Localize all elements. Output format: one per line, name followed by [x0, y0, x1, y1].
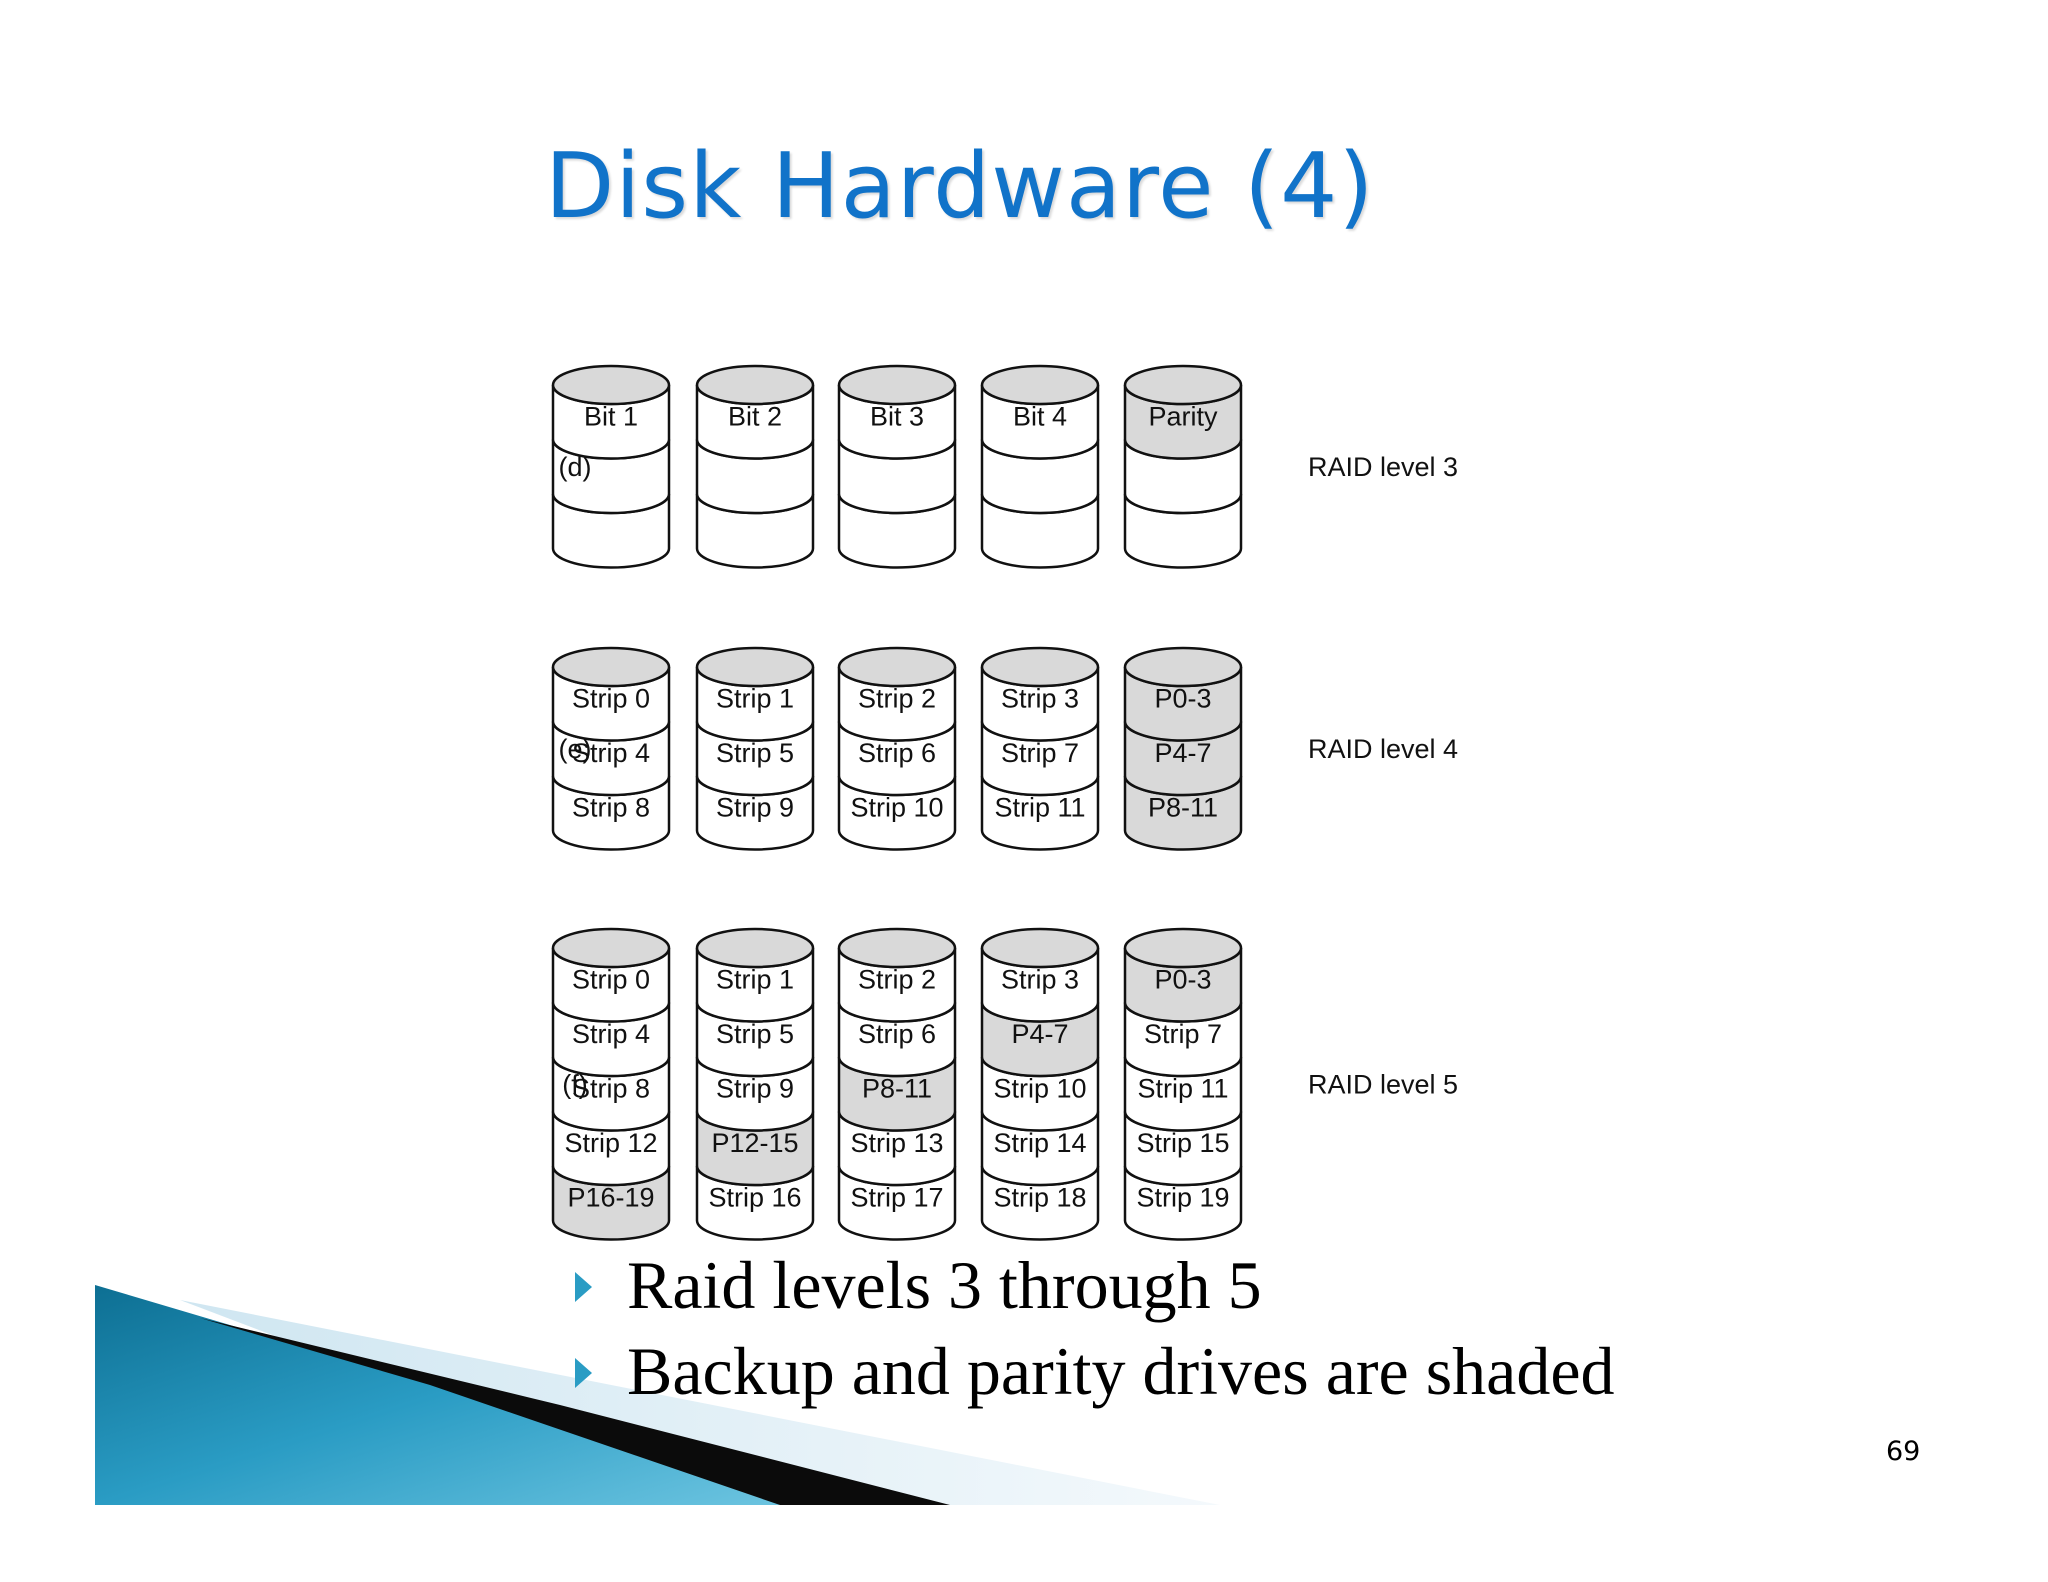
disk-top-cap: [980, 927, 1100, 969]
raid-disk: Strip 16 P12-15 Strip 9 Strip 5 Strip 1: [695, 927, 815, 1241]
disk-cell-label: Parity: [1148, 401, 1218, 431]
disk-top-cap: [1123, 364, 1243, 406]
disk-top-cap: [695, 364, 815, 406]
disk-top-cap: [551, 364, 671, 406]
disk-top-cap: [1123, 646, 1243, 688]
disk-cell-label: P4-7: [1011, 1019, 1068, 1049]
raid-level-label: RAID level 5: [1308, 1069, 1458, 1099]
triangle-bullet-icon: [575, 1272, 592, 1302]
disk-top-cap: [695, 646, 815, 688]
raid-disk: P16-19 Strip 12 Strip 8 Strip 4 Strip 0: [551, 927, 671, 1241]
raid-disk: Strip 19 Strip 15 Strip 11 Strip 7 P0-3: [1123, 927, 1243, 1241]
disk-cell-label: Strip 4: [572, 738, 650, 768]
disk-cell-label: Strip 7: [1144, 1019, 1222, 1049]
disk-top-cap: [551, 927, 671, 969]
disk-cell-label: Bit 4: [1013, 401, 1067, 431]
bullet-text: Backup and parity drives are shaded: [627, 1333, 1615, 1409]
disk-cell-label: Strip 6: [858, 1019, 936, 1049]
disk-cell-label: Strip 7: [1001, 738, 1079, 768]
disk-top-cap: [695, 927, 815, 969]
raid-disk: Parity: [1123, 364, 1243, 569]
disk-cell-label: P8-11: [862, 1073, 932, 1103]
disk-cell-label: P0-3: [1154, 964, 1211, 994]
disk-top-cap: [837, 364, 957, 406]
disk-top-cap: [980, 364, 1100, 406]
disk-cell-label: Strip 13: [850, 1128, 943, 1158]
raid-disk: Strip 11 Strip 7 Strip 3: [980, 646, 1100, 851]
disk-cell-label: Strip 2: [858, 964, 936, 994]
disk-cell-label: Strip 9: [716, 1073, 794, 1103]
raid-disk: Strip 18 Strip 14 Strip 10 P4-7 Strip 3: [980, 927, 1100, 1241]
disk-cell-label: Strip 0: [572, 964, 650, 994]
row-label: (d): [559, 452, 592, 482]
slide-title: Disk Hardware (4): [545, 134, 1375, 239]
raid-level-label: RAID level 3: [1308, 452, 1458, 482]
triangle-bullet-icon: [575, 1358, 592, 1388]
disk-cell-label: Strip 2: [858, 683, 936, 713]
disk-top-cap: [980, 646, 1100, 688]
disk-cell-label: Strip 12: [564, 1128, 657, 1158]
disk-top-cap: [837, 646, 957, 688]
raid-disk: Bit 2: [695, 364, 815, 569]
disk-cell-label: Strip 11: [1137, 1073, 1228, 1103]
bullet-item: Raid levels 3 through 5: [575, 1242, 1615, 1328]
disk-cell-label: Strip 3: [1001, 683, 1079, 713]
disk-cell-label: Strip 5: [716, 1019, 794, 1049]
disk-cell-label: Strip 8: [572, 792, 650, 822]
swoosh-dark-band: [200, 1318, 950, 1505]
disk-cell-label: Strip 9: [716, 792, 794, 822]
disk-cell-label: Strip 16: [708, 1182, 801, 1212]
raid-disk: Bit 1: [551, 364, 671, 569]
raid-disk: Bit 3: [837, 364, 957, 569]
disk-cell-label: P0-3: [1154, 683, 1211, 713]
disk-cell-label: Strip 14: [993, 1128, 1086, 1158]
raid-disk: Bit 4: [980, 364, 1100, 569]
disk-cell-label: Strip 5: [716, 738, 794, 768]
swoosh-teal-band: [95, 1285, 780, 1505]
disk-cell-label: Strip 10: [850, 792, 943, 822]
disk-top-cap: [551, 646, 671, 688]
disk-cell-label: P8-11: [1148, 792, 1218, 822]
bullet-text: Raid levels 3 through 5: [627, 1247, 1262, 1323]
disk-cell-label: Strip 1: [716, 964, 794, 994]
raid-disk: Strip 17 Strip 13 P8-11 Strip 6 Strip 2: [837, 927, 957, 1241]
disk-cell-label: P4-7: [1154, 738, 1211, 768]
disk-cell-label: Strip 0: [572, 683, 650, 713]
disk-cell-label: Strip 3: [1001, 964, 1079, 994]
raid-disk: Strip 10 Strip 6 Strip 2: [837, 646, 957, 851]
disk-cell-label: Bit 2: [728, 401, 782, 431]
disk-cell-label: Bit 1: [584, 401, 638, 431]
disk-cell-label: P12-15: [711, 1128, 798, 1158]
raid-level-label: RAID level 4: [1308, 734, 1458, 764]
disk-cell-label: Strip 1: [716, 683, 794, 713]
row-label: (f): [562, 1069, 587, 1099]
swoosh-pale-band: [180, 1300, 1220, 1505]
disk-cell-label: Bit 3: [870, 401, 924, 431]
raid-disk: Strip 9 Strip 5 Strip 1: [695, 646, 815, 851]
disk-cell-label: Strip 8: [572, 1073, 650, 1103]
disk-cell-label: Strip 19: [1136, 1182, 1229, 1212]
disk-cell-label: Strip 18: [993, 1182, 1086, 1212]
page-number: 69: [1886, 1436, 1921, 1467]
disk-cell-label: Strip 10: [993, 1073, 1086, 1103]
raid-disk: P8-11 P4-7 P0-3: [1123, 646, 1243, 851]
disk-cell-label: Strip 6: [858, 738, 936, 768]
disk-cell-label: Strip 4: [572, 1019, 650, 1049]
disk-cell-label: Strip 15: [1136, 1128, 1229, 1158]
disk-top-cap: [1123, 927, 1243, 969]
disk-cell-label: Strip 11: [994, 792, 1085, 822]
raid-disk: Strip 8 Strip 4 Strip 0: [551, 646, 671, 851]
row-label: (e): [559, 734, 592, 764]
disk-top-cap: [837, 927, 957, 969]
disk-cell-label: P16-19: [567, 1182, 654, 1212]
disk-cell-label: Strip 17: [850, 1182, 943, 1212]
bullet-list: Raid levels 3 through 5 Backup and parit…: [575, 1242, 1615, 1414]
bullet-item: Backup and parity drives are shaded: [575, 1328, 1615, 1414]
